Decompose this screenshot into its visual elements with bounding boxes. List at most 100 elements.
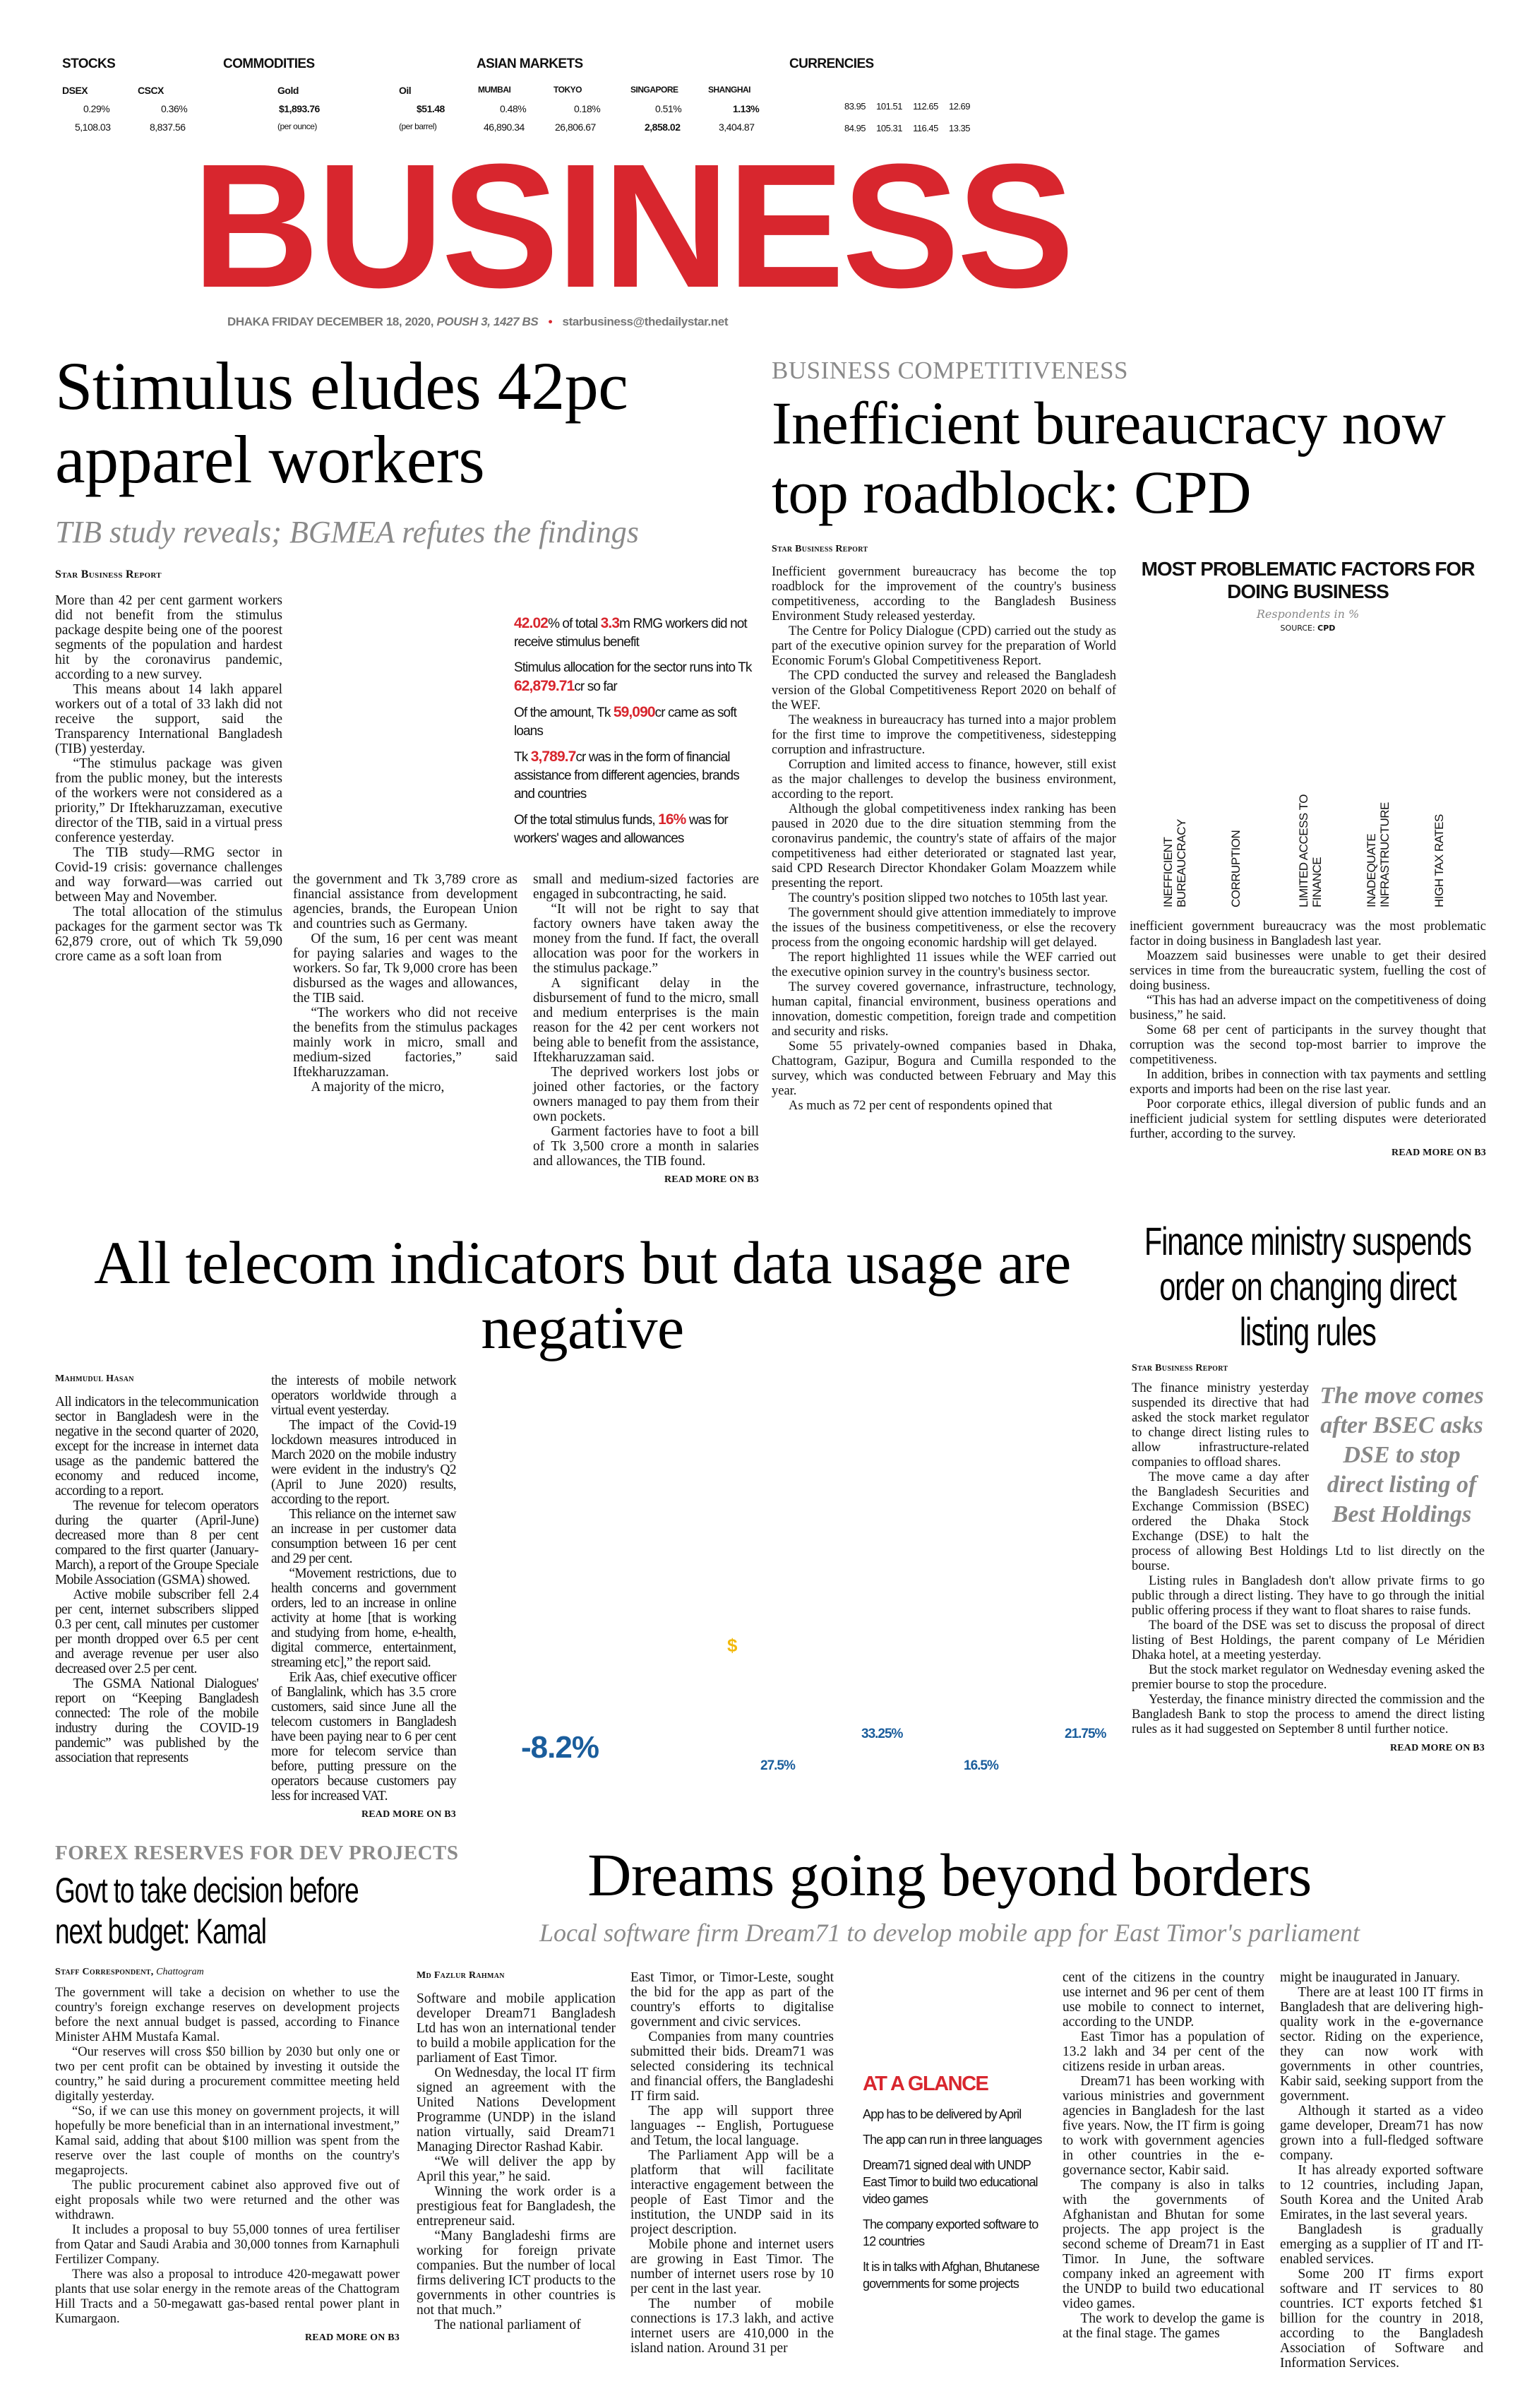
paragraph: The government should give attention imm… [772,906,1116,950]
paragraph: The GSMA National Dialogues' report on “… [55,1676,259,1765]
paragraph: The public procurement cabinet also appr… [55,2178,400,2222]
at-a-glance-title: AT A GLANCE [863,2073,989,2095]
paragraph: “This has had an adverse impact on the c… [1130,994,1486,1023]
source-name: CPD [1317,624,1336,633]
byline: Star Business Report [1132,1363,1228,1373]
byline-name: Staff Correspondent, [55,1967,154,1977]
headline[interactable]: All telecom indicators but data usage ar… [94,1229,1071,1361]
fact-item: 42.02% of total 3.3m RMG workers did not… [514,614,761,652]
chart-category-label: INADEQUATE INFRASTRUCTURE [1365,802,1392,907]
dateline-bangla-date: POUSH 3, 1427 BS [436,315,539,328]
paragraph: “The workers who did not receive the ben… [293,1006,517,1080]
paragraph: Yesterday, the finance ministry directed… [1132,1693,1485,1736]
glance-item: App has to be delivered by April [863,2107,1022,2121]
paragraph: A majority of the micro, [311,1080,445,1095]
currency-value: 84.95 [844,123,866,133]
read-more-link[interactable]: READ MORE ON B3 [304,2332,400,2343]
headline[interactable]: Inefficient bureaucracy now top roadbloc… [772,389,1446,526]
subheadline: Local software firm Dream71 to develop m… [539,1919,1360,1947]
headline[interactable]: Dreams going beyond borders [587,1841,1312,1909]
fact-item: Stimulus allocation for the sector runs … [514,659,761,696]
ticker-mumbai-change: 0.48% [500,103,527,114]
article-column: The move comes after BSEC asks DSE to st… [1132,1381,1485,1756]
fact-figure: 3.3 [600,615,620,631]
article-column: might be inaugurated in January.There ar… [1280,1970,1483,2371]
ticker-oil-value: $51.48 [417,103,445,114]
currency-value: 101.51 [876,101,902,112]
section-email-link[interactable]: starbusiness@thedailystar.net [562,315,729,328]
read-more-link[interactable]: READ MORE ON B3 [361,1809,456,1820]
chart-source: SOURCE: CPD [1130,624,1486,633]
headline[interactable]: Govt to take decision before next budget… [55,1871,359,1951]
paragraph: “The stimulus package was given from the… [55,756,282,845]
ticker-shanghai-name: SHANGHAI [708,85,751,95]
paragraph: “We will deliver the app by April this y… [417,2154,616,2184]
byline: Star Business Report [772,544,868,554]
headline[interactable]: Finance ministry suspends order on chang… [1144,1219,1472,1354]
paragraph: The company is also in talks with the go… [1063,2178,1264,2311]
ticker-singapore-change: 0.51% [655,103,682,114]
fact-figure: 3,789.7 [530,749,577,765]
article-column-part: inefficient government bureaucracy was t… [1130,919,1486,1142]
ticker-gold-value: $1,893.76 [279,103,320,114]
paragraph: The deprived workers lost jobs or joined… [533,1065,759,1124]
ticker-gold-name: Gold [277,85,299,96]
paragraph: The move came a day after the Bangladesh… [1132,1470,1485,1573]
paragraph: Corruption and limited access to finance… [772,758,1116,801]
paragraph: “It will not be right to say that factor… [533,902,759,976]
fact-text: Of the amount, Tk [514,705,614,720]
chart-category-label: LIMITED ACCESS TO FINANCE [1297,794,1324,907]
article-column-part: “The workers who did not receive the ben… [293,1006,517,1095]
paragraph: The impact of the Covid-19 lockdown meas… [271,1418,457,1507]
ticker-shanghai-change: 1.13% [733,103,760,114]
paragraph: The revenue for telecom operators during… [55,1498,259,1587]
article-column: small and medium-sized factories are eng… [533,872,759,1187]
paragraph: There are at least 100 IT firms in Bangl… [1280,1985,1483,2104]
ticker-gold-unit: (per ounce) [277,121,317,131]
paragraph: The Parliament App will be a platform th… [630,2148,834,2237]
paragraph: Listing rules in Bangladesh don't allow … [1132,1574,1485,1618]
read-more-link[interactable]: READ MORE ON B3 [664,1174,759,1185]
read-more-link[interactable]: READ MORE ON B3 [1389,1743,1485,1753]
dateline: DHAKA FRIDAY DECEMBER 18, 2020, POUSH 3,… [227,315,728,329]
ticker-cscx-name: CSCX [138,85,164,96]
paragraph: “So, if we can use this money on governm… [55,2104,400,2178]
byline: Mahmudul Hasan [55,1373,134,1384]
paragraph: East Timor, or Timor-Leste, sought the b… [630,1970,834,2029]
source-label: SOURCE: [1280,624,1315,633]
chart-title: MOST PROBLEMATIC FACTORS FOR DOING BUSIN… [1141,558,1476,602]
paragraph: The weakness in bureaucracy has turned i… [772,713,1116,757]
article-column: Software and mobile application develope… [417,1991,616,2332]
ticker-tokyo-value: 26,806.67 [555,121,596,133]
ticker-commodities-label: COMMODITIES [223,56,315,71]
paragraph: A significant delay in the disbursement … [533,976,759,1065]
paragraph: The national parliament of [434,2318,581,2332]
paragraph: Garment factories have to foot a bill of… [533,1124,759,1169]
paragraph: The country's position slipped two notch… [789,891,1108,905]
paragraph: Of the sum, 16 per cent was meant for pa… [293,931,517,1006]
fact-box: 42.02% of total 3.3m RMG workers did not… [514,614,761,855]
article-column-part: the interests of mobile network operator… [271,1373,457,1804]
article-column: the interests of mobile network operator… [271,1373,457,1822]
chart-category-label: HIGH TAX RATES [1432,814,1446,907]
paragraph: “Many Bangladeshi firms are working for … [417,2229,616,2318]
read-more-link[interactable]: READ MORE ON B3 [1391,1148,1486,1158]
headline[interactable]: Stimulus eludes 42pc apparel workers [55,348,628,497]
paragraph: Although the global competitiveness inde… [772,802,1116,890]
paragraph: might be inaugurated in January. [1280,1970,1460,1985]
article-column-part: The finance ministry yesterday suspended… [1132,1381,1485,1574]
kicker: BUSINESS COMPETITIVENESS [772,357,1128,384]
byline: Star Business Report [55,568,162,580]
ticker-stocks-label: STOCKS [62,56,116,71]
ticker-tokyo-name: TOKYO [553,85,582,95]
paragraph: Some 55 privately-owned companies based … [772,1039,1116,1098]
currency-value: 83.95 [844,101,866,112]
fact-text: Tk [514,750,531,765]
fact-item: Of the total stimulus funds, 16% was for… [514,811,761,848]
fact-text: Stimulus allocation for the sector runs … [514,660,752,675]
fact-figure: 16% [658,811,686,828]
glance-item: The app can run in three languages [863,2133,1043,2147]
dateline-date: DHAKA FRIDAY DECEMBER 18, 2020, [227,315,434,328]
paragraph: The app will support three languages -- … [630,2104,834,2148]
